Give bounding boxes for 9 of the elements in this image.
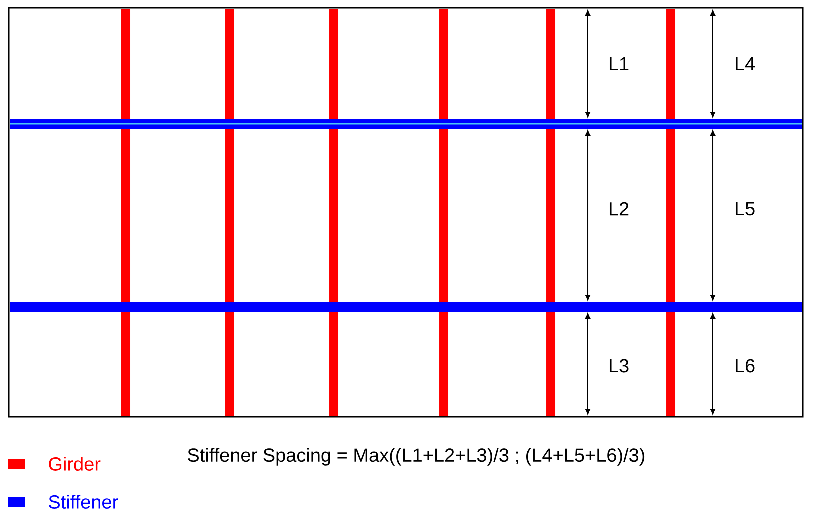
dimension-label: L6 [736,359,755,373]
legend-label: Stiffener [49,495,118,509]
dimension-label: L2 [610,202,629,216]
legend-label: Girder [49,457,101,471]
dimension-label: L1 [610,57,629,71]
formula-text: Stiffener Spacing = Max((L1+L2+L3)/3 ; (L4+L5+L6)/3) [188,448,645,466]
dimension-label: L4 [736,57,756,71]
dimension-label: L3 [610,359,629,373]
dimension-label: L5 [736,202,755,216]
